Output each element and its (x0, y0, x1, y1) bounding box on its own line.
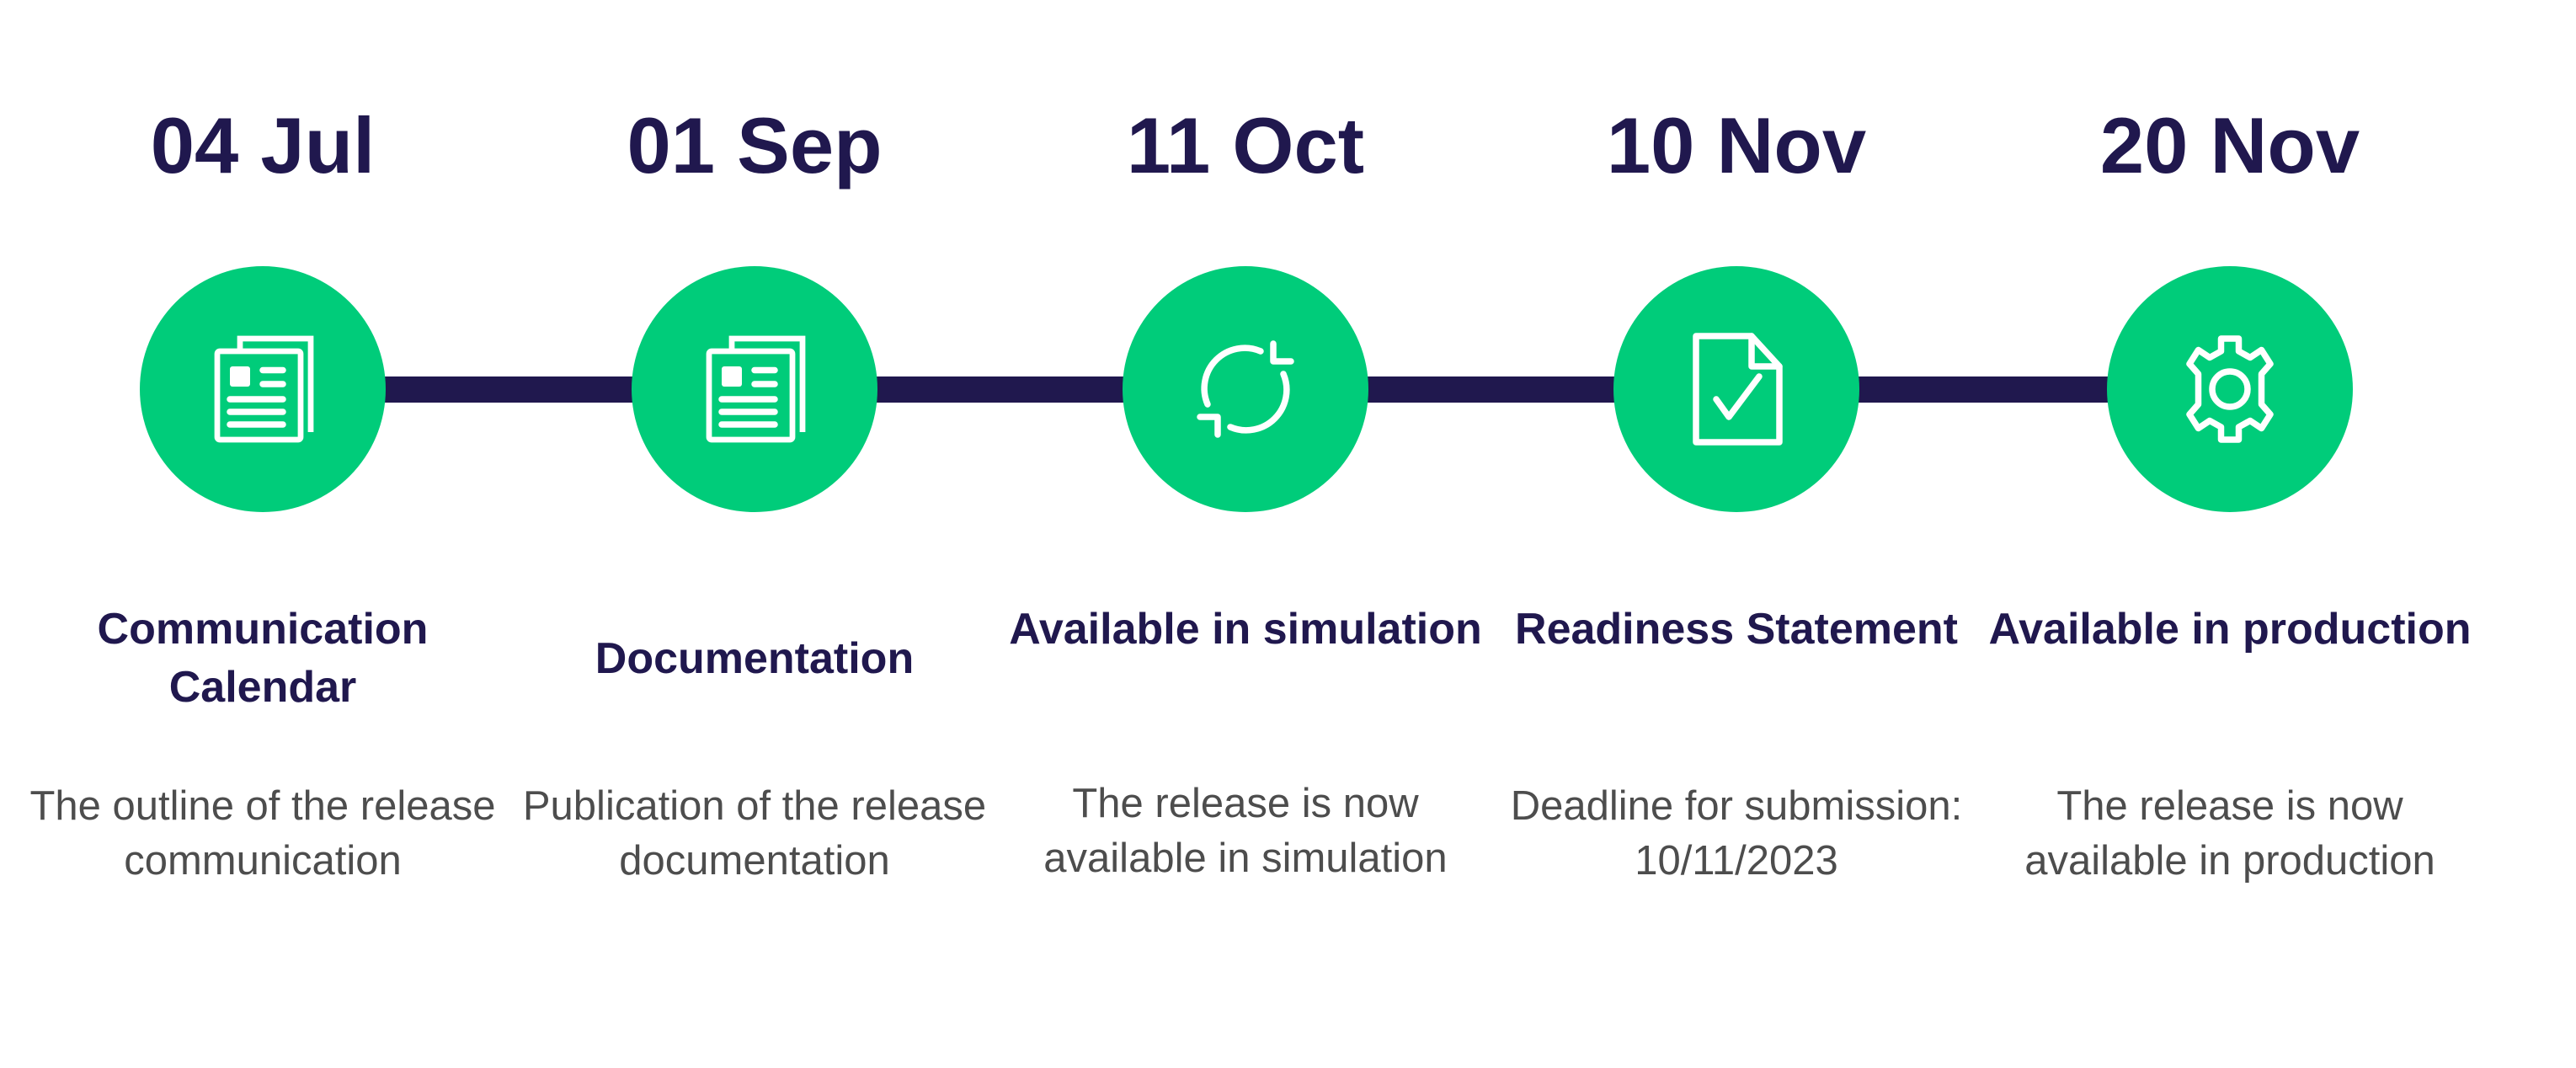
milestone-title: Available in production (1988, 605, 2472, 654)
milestone-description: Publication of the release documentation (522, 783, 987, 884)
milestone-description: The release is now available in producti… (2024, 783, 2435, 884)
newspaper-icon (140, 266, 386, 512)
milestone-title: Readiness Statement (1515, 605, 1958, 654)
newspaper-icon (632, 266, 877, 512)
milestone-date: 10 Nov (1606, 101, 1867, 190)
gear-icon (2107, 266, 2353, 512)
document-check-icon (1613, 266, 1859, 512)
milestone-date: 04 Jul (150, 101, 376, 190)
milestone-description: The release is now available in simulati… (1043, 781, 1448, 881)
refresh-icon (1123, 266, 1368, 512)
milestone-title: Communication Calendar (97, 605, 429, 712)
milestone-title: Available in simulation (1009, 605, 1482, 654)
milestone-date: 01 Sep (627, 101, 883, 190)
milestone-date: 20 Nov (2099, 101, 2360, 190)
milestone-description: The outline of the release communication (29, 783, 496, 884)
milestone-description: Deadline for submission: 10/11/2023 (1510, 783, 1963, 884)
milestone-title: Documentation (595, 634, 915, 683)
milestone-date: 11 Oct (1126, 101, 1365, 190)
